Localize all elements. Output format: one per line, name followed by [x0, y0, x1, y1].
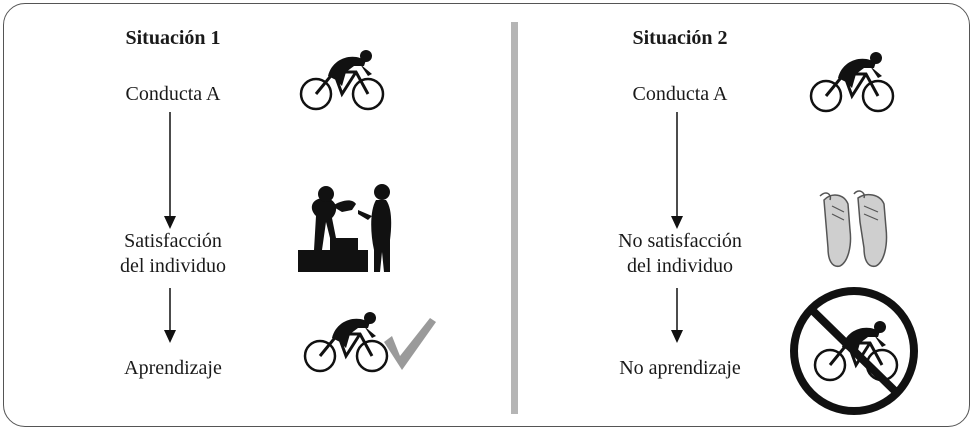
step-aprendizaje: Aprendizaje: [124, 357, 222, 379]
worn-shoes-icon: [819, 190, 888, 268]
step-satisfaccion: Satisfacción del individuo: [119, 230, 227, 277]
arrow-down-icon: [164, 112, 176, 229]
diagram-frame: [3, 3, 970, 427]
step-no-aprendizaje: No aprendizaje: [619, 357, 741, 379]
checkmark-icon: [384, 318, 436, 370]
arrow-down-icon: [164, 288, 176, 343]
arrow-down-icon: [671, 288, 683, 343]
step-conducta-a-2: Conducta A: [632, 83, 728, 105]
situation-2-title: Situación 2: [632, 27, 728, 49]
step-no-satisfaccion: No satisfacción del individuo: [618, 230, 742, 277]
step-conducta-a-1: Conducta A: [125, 83, 221, 105]
arrow-down-icon: [671, 112, 683, 229]
center-divider: [511, 22, 518, 414]
prohibited-cyclist-icon: [790, 287, 918, 415]
podium-award-icon: [298, 184, 392, 272]
cyclist-icon: [809, 52, 895, 113]
cyclist-icon: [299, 50, 385, 111]
cyclist-icon: [303, 312, 389, 373]
situation-1-title: Situación 1: [125, 27, 221, 49]
